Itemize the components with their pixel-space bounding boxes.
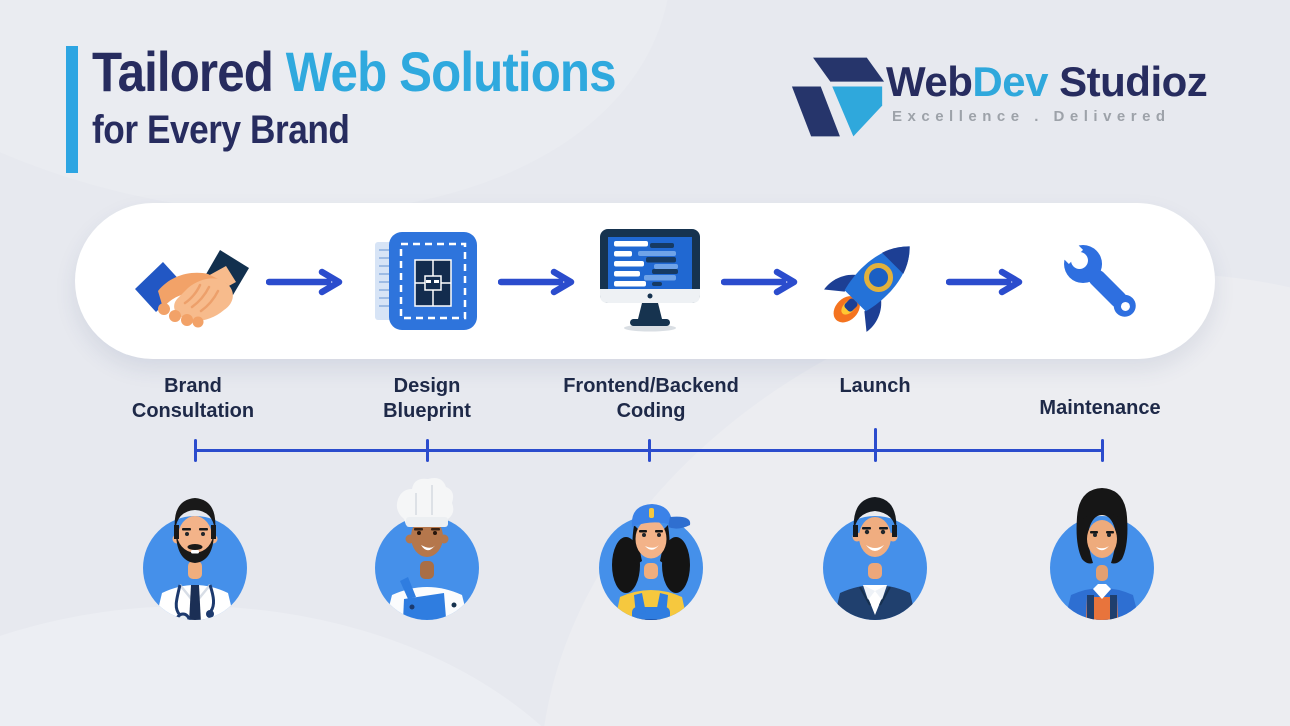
title-line2: for Every Brand <box>92 108 350 152</box>
step-label-line: Brand <box>164 375 222 397</box>
step-label-launch: Launch <box>755 374 995 399</box>
webdev-studioz-logo-mark-icon <box>791 57 885 137</box>
timeline-tick <box>1100 439 1104 462</box>
page-title: Tailored Web Solutions for Every Brand <box>92 44 617 152</box>
step-label-line: Blueprint <box>383 400 471 422</box>
step-label-line: Launch <box>839 375 911 397</box>
arrow-right-icon <box>266 268 343 296</box>
professional-woman-avatar <box>1050 488 1154 620</box>
logo-word-web: Web <box>886 58 973 105</box>
businessman-avatar <box>823 497 927 620</box>
step-label-line: Consultation <box>131 400 255 422</box>
background-swoosh-bottom-left <box>0 606 640 726</box>
handshake-icon <box>135 250 249 328</box>
title-line1-blue: Web Solutions <box>285 40 617 103</box>
arrow-right-icon <box>721 268 798 296</box>
title-line1-dark: Tailored <box>92 40 286 103</box>
arrow-right-icon <box>498 268 575 296</box>
step-label-line: Design <box>393 375 461 397</box>
timeline-tick <box>425 439 429 462</box>
logo-word-dev: Dev <box>972 58 1048 105</box>
step-label-line: Frontend/Backend <box>563 375 739 397</box>
logo-tagline: Excellence . Delivered <box>892 108 1171 125</box>
arrow-right-icon <box>946 268 1023 296</box>
step-label-brand-consultation: Brand Consultation <box>73 374 313 424</box>
title-accent-bar <box>66 46 78 173</box>
timeline-tick <box>193 439 197 462</box>
blueprint-icon <box>375 232 477 330</box>
doctor-avatar <box>143 498 247 620</box>
chef-avatar <box>375 478 479 620</box>
wrench-icon <box>1056 237 1136 317</box>
rocket-icon <box>824 246 910 332</box>
step-label-line: Coding <box>616 400 686 422</box>
logo-wordmark: WebDev Studioz <box>886 58 1208 106</box>
service-worker-avatar <box>599 504 703 620</box>
timeline-tick <box>647 439 651 462</box>
title-line1: Tailored Web Solutions <box>92 44 617 100</box>
step-label-frontend-backend-coding: Frontend/Backend Coding <box>531 374 771 424</box>
step-label-maintenance: Maintenance <box>980 396 1220 421</box>
step-label-line: Maintenance <box>1039 397 1161 419</box>
step-label-design-blueprint: Design Blueprint <box>307 374 547 424</box>
logo-word-studioz: Studioz <box>1047 58 1208 105</box>
timeline-tick-launch <box>873 428 877 462</box>
coding-monitor-icon <box>600 229 700 332</box>
